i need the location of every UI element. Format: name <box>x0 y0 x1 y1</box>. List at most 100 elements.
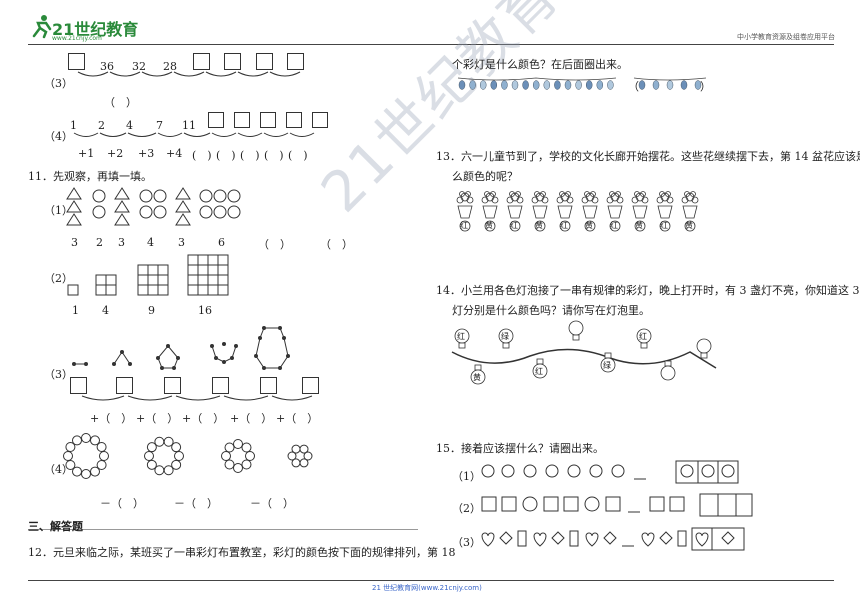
seq-num: 1 <box>70 119 77 132</box>
count-num: 9 <box>148 304 155 317</box>
op-label[interactable]: +（ ） <box>276 412 319 425</box>
answer-box[interactable] <box>208 112 224 128</box>
pot-color-label: 黄 <box>485 221 493 230</box>
answer-box[interactable] <box>260 112 276 128</box>
bulb-icon <box>454 328 470 349</box>
sequence-arcs <box>81 395 313 401</box>
answer-box[interactable] <box>193 53 210 70</box>
answer-box[interactable] <box>287 53 304 70</box>
op-label: +4 <box>166 147 183 160</box>
blank-paren[interactable]: ( ) <box>240 149 260 162</box>
bulb-color-label: 黄 <box>473 373 481 382</box>
seq-num: 11 <box>182 119 196 132</box>
answer-box[interactable] <box>116 377 133 394</box>
op-label[interactable]: －（ ） <box>174 497 218 510</box>
sequence-arcs <box>73 132 315 137</box>
op-label[interactable]: +（ ） <box>230 412 273 425</box>
op-label[interactable]: －（ ） <box>100 497 144 510</box>
count-num: 1 <box>72 304 79 317</box>
answer-box[interactable] <box>312 112 328 128</box>
blank-paren[interactable]: （ ） <box>320 238 353 251</box>
bulb: 黄 <box>470 364 486 386</box>
q11-3-label: （3） <box>44 368 73 381</box>
light-bulb[interactable] <box>694 80 702 90</box>
footer-link[interactable]: 21 世纪教育网(www.21cnjy.com) <box>372 584 482 592</box>
light-string-icon <box>457 77 707 90</box>
answer-box[interactable] <box>68 53 85 70</box>
light-bulb <box>596 80 604 90</box>
blank-paren[interactable]: ( ) <box>264 149 284 162</box>
light-bulb[interactable] <box>652 80 660 90</box>
bulb-icon <box>660 360 676 381</box>
bulb-icon <box>470 364 486 385</box>
light-bulb <box>479 80 487 90</box>
flower-icon <box>456 191 474 232</box>
bulb: 绿 <box>600 352 616 374</box>
op-label: +3 <box>138 147 155 160</box>
op-label[interactable]: +（ ） <box>90 412 133 425</box>
light-bulb[interactable] <box>638 80 646 90</box>
answer-box[interactable] <box>164 377 181 394</box>
q15-2-label: （2） <box>452 502 481 515</box>
bulb-color-label: 红 <box>457 332 465 341</box>
light-bulb <box>469 80 476 90</box>
q10-3-label: （3） <box>44 77 73 90</box>
light-bulb[interactable] <box>666 80 674 90</box>
count-num: 16 <box>198 304 212 317</box>
answer-box[interactable] <box>70 377 87 394</box>
q10-4-label: （4） <box>44 130 73 143</box>
q13-line2: 么颜色的呢？ <box>452 170 518 183</box>
site-logo <box>30 14 52 41</box>
op-label[interactable]: －（ ） <box>250 497 294 510</box>
pot-color-label: 黄 <box>585 221 593 230</box>
bulb-group: 红绿红黄红绿 <box>450 320 720 392</box>
flower-pot: 黄 <box>580 190 600 232</box>
q14-line2: 灯分别是什么颜色吗？请你写在灯泡里。 <box>452 304 650 317</box>
flower-icon <box>656 191 674 232</box>
blank-paren[interactable]: ( ) <box>288 149 308 162</box>
pot-color-label: 红 <box>460 221 468 230</box>
flower-icon <box>531 191 549 232</box>
q14-line1: 14．小兰用各色灯泡接了一串有规律的彩灯，晚上打开时，有 3 盏灯不亮，你知道这… <box>436 284 860 297</box>
flower-pot: 红 <box>555 190 575 232</box>
op-label[interactable]: +（ ） <box>182 412 225 425</box>
light-bulb <box>511 80 519 90</box>
flower-pot: 红 <box>505 190 525 232</box>
blank-paren[interactable]: （ ） <box>104 96 137 109</box>
flower-icon <box>631 191 649 232</box>
q11-1-label: （1） <box>44 204 73 217</box>
answer-box[interactable] <box>260 377 277 394</box>
square-grid-pattern <box>67 254 229 296</box>
header-platform-name: 中小学教育资源及组卷应用平台 <box>737 33 835 41</box>
answer-box[interactable] <box>256 53 273 70</box>
bulb-string <box>451 348 717 369</box>
sequence-arcs <box>77 71 301 77</box>
seq-num: 36 <box>100 60 114 73</box>
count-num: 6 <box>218 236 225 249</box>
blank-paren[interactable]: ( ) <box>216 149 236 162</box>
answer-box[interactable] <box>234 112 250 128</box>
count-num: 4 <box>147 236 154 249</box>
bulb-color-label: 红 <box>639 332 647 341</box>
bulb[interactable] <box>568 320 584 342</box>
blank-paren[interactable]: （ ） <box>258 238 291 251</box>
answer-box[interactable] <box>212 377 229 394</box>
op-label[interactable]: +（ ） <box>136 412 179 425</box>
footer-divider <box>28 580 834 581</box>
bulb-color-label: 绿 <box>603 361 611 370</box>
answer-box[interactable] <box>224 53 241 70</box>
answer-box[interactable] <box>302 377 319 394</box>
blank-paren[interactable]: ( ) <box>192 149 212 162</box>
light-bulb <box>501 80 508 90</box>
circle-ring-pattern <box>63 433 313 479</box>
light-bulb[interactable] <box>680 80 688 90</box>
bulb[interactable] <box>696 338 712 360</box>
header-divider <box>28 44 834 45</box>
flower-pot: 黄 <box>680 190 700 232</box>
bulb-icon <box>600 352 616 373</box>
answer-box[interactable] <box>286 112 302 128</box>
bulb: 红 <box>636 328 652 350</box>
q12-text: 12．元旦来临之际，某班买了一串彩灯布置教室，彩灯的颜色按下面的规律排列，第 1… <box>28 546 456 559</box>
bulb[interactable] <box>660 360 676 382</box>
count-num: 3 <box>71 236 78 249</box>
